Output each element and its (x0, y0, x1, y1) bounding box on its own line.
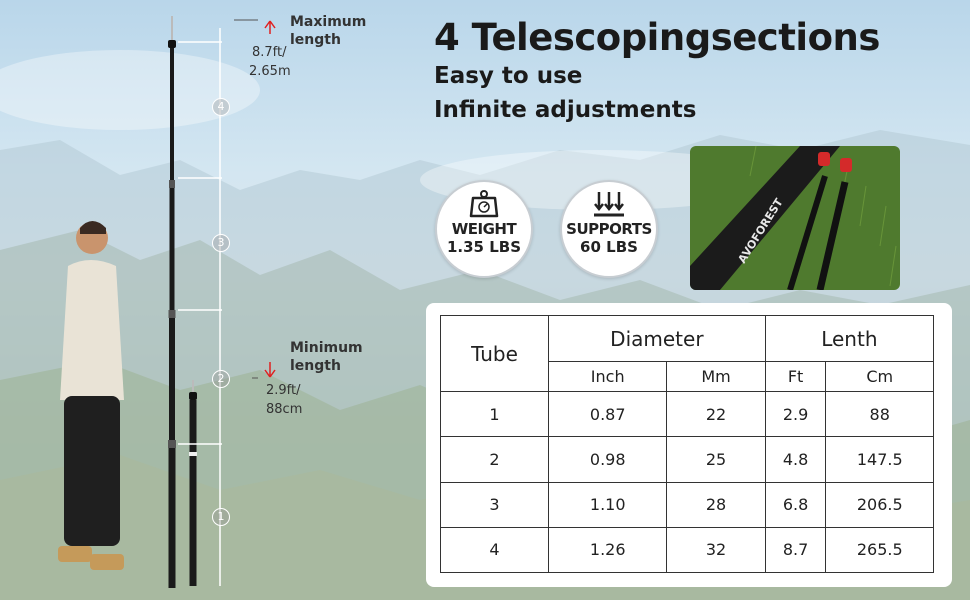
pole-collapsed (189, 380, 197, 586)
table-cell: 147.5 (825, 436, 934, 483)
table-row: 2 0.98 25 4.8 147.5 (440, 436, 934, 483)
max-length-label: Maximum length (290, 14, 367, 48)
col-diameter-header: Diameter (548, 315, 766, 362)
table-cell: 4 (440, 526, 549, 574)
max-length-ft: 8.7ft/ (252, 45, 287, 60)
spec-table: Tube Diameter Lenth Inch Mm Ft Cm 1 0.87… (440, 315, 935, 574)
supports-badge: SUPPORTS 60 LBS (560, 180, 658, 278)
table-cell: 0.98 (547, 436, 668, 483)
table-row: 4 1.26 32 8.7 265.5 (440, 526, 934, 574)
headline: 4 Telescopingsections (434, 16, 880, 59)
table-cell: 1.10 (547, 481, 668, 528)
min-length-arrow-icon (264, 362, 276, 378)
product-photo: AVOFOREST (690, 146, 900, 290)
table-cell: 25 (666, 436, 766, 483)
max-length-arrow-icon (264, 20, 276, 34)
table-cell: 28 (666, 481, 766, 528)
table-cell: 1.26 (547, 526, 668, 574)
table-cell: 0.87 (547, 390, 668, 438)
unit-inch: Inch (547, 361, 668, 392)
min-length-cm: 88cm (266, 402, 303, 417)
person-figure (58, 221, 124, 570)
supports-label: SUPPORTS (566, 220, 652, 238)
pole-extended (168, 16, 176, 588)
subline-infinite-adjustments: Infinite adjustments (434, 97, 697, 123)
down-arrows-icon (594, 192, 624, 217)
min-length-label: Minimum length (290, 340, 363, 374)
unit-mm: Mm (666, 361, 766, 392)
weight-badge: WEIGHT 1.35 LBS (435, 180, 533, 278)
table-cell: 6.8 (764, 481, 827, 528)
section-number-4: 4 (212, 98, 230, 116)
product-photo-image: AVOFOREST (690, 146, 900, 290)
table-cell: 3 (440, 481, 549, 528)
col-length-header: Lenth (764, 315, 935, 362)
section-number-3: 3 (212, 234, 230, 252)
supports-value: 60 LBS (580, 238, 638, 256)
col-tube-header: Tube (440, 315, 549, 392)
spec-table-card: Tube Diameter Lenth Inch Mm Ft Cm 1 0.87… (426, 303, 952, 587)
table-cell: 1 (440, 390, 549, 438)
min-length-ft: 2.9ft/ (266, 383, 301, 398)
table-cell: 4.8 (764, 436, 827, 483)
weight-value: 1.35 LBS (446, 238, 522, 256)
unit-cm: Cm (825, 361, 934, 392)
table-row: 3 1.10 28 6.8 206.5 (440, 481, 934, 528)
scale-icon (469, 190, 499, 218)
table-cell: 265.5 (825, 526, 934, 574)
table-cell: 8.7 (764, 526, 827, 574)
section-number-2: 2 (212, 370, 230, 388)
subline-easy-to-use: Easy to use (434, 63, 583, 89)
table-cell: 88 (825, 390, 934, 438)
table-cell: 22 (666, 390, 766, 438)
table-row: 1 0.87 22 2.9 88 (440, 390, 934, 438)
table-cell: 2 (440, 436, 549, 483)
table-cell: 32 (666, 526, 766, 574)
length-ruler (178, 19, 258, 586)
table-cell: 206.5 (825, 481, 934, 528)
max-length-m: 2.65m (249, 64, 291, 79)
weight-label: WEIGHT (451, 220, 517, 238)
unit-ft: Ft (764, 361, 827, 392)
table-cell: 2.9 (764, 390, 827, 438)
section-number-1: 1 (212, 508, 230, 526)
